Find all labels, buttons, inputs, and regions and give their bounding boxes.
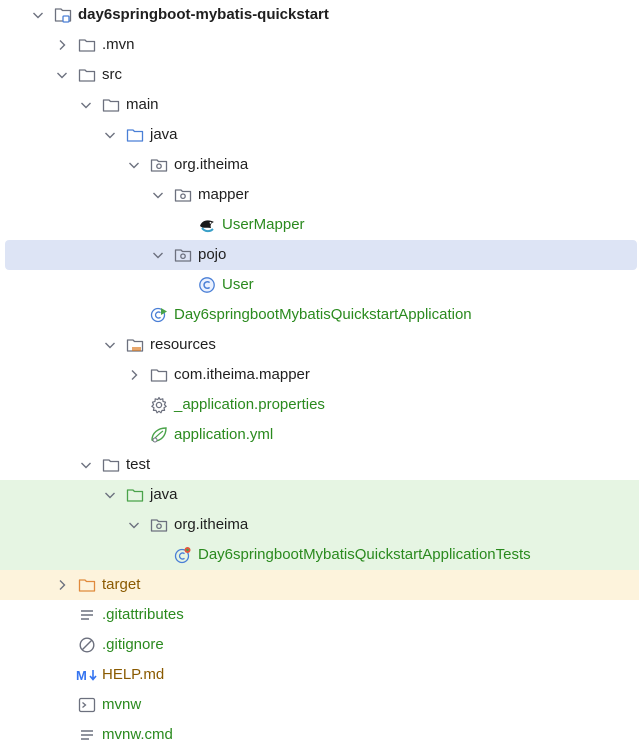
tree-row[interactable]: M HELP.md	[0, 660, 639, 690]
folder-icon	[78, 66, 96, 84]
svg-text:M: M	[76, 668, 87, 683]
chevron-right-icon[interactable]	[54, 577, 70, 593]
package-icon	[174, 186, 192, 204]
chevron-down-icon[interactable]	[102, 127, 118, 143]
resources-folder-icon	[126, 336, 144, 354]
tree-item-label: java	[150, 126, 178, 143]
tree-row[interactable]: com.itheima.mapper	[0, 360, 639, 390]
tree-row[interactable]: org.itheima	[0, 510, 639, 540]
chevron-down-icon[interactable]	[126, 517, 142, 533]
tree-row[interactable]: org.itheima	[0, 150, 639, 180]
test-sources-background	[0, 480, 639, 570]
tree-item-label: day6springboot-mybatis-quickstart	[78, 6, 329, 23]
chevron-right-icon[interactable]	[126, 367, 142, 383]
source-root-folder-icon	[126, 126, 144, 144]
tree-row[interactable]: User	[0, 270, 639, 300]
tree-item-label: _application.properties	[174, 396, 325, 413]
tree-item-label: application.yml	[174, 426, 274, 443]
tree-row[interactable]: java	[0, 120, 639, 150]
tree-item-label: .gitattributes	[102, 606, 184, 623]
class-icon	[198, 276, 216, 294]
tree-item-label: Day6springbootMybatisQuickstartApplicati…	[174, 306, 472, 323]
tree-item-label: .gitignore	[102, 636, 164, 653]
excluded-folder-icon	[78, 576, 96, 594]
tree-row[interactable]: main	[0, 90, 639, 120]
selection-highlight	[5, 240, 637, 270]
tree-item-label: mvnw.cmd	[102, 726, 173, 743]
tree-row[interactable]: pojo	[0, 240, 639, 270]
chevron-down-icon[interactable]	[126, 157, 142, 173]
text-file-icon	[78, 606, 96, 624]
folder-icon	[78, 36, 96, 54]
tree-row[interactable]: target	[0, 570, 639, 600]
chevron-down-icon[interactable]	[78, 97, 94, 113]
tree-row[interactable]: Day6springbootMybatisQuickstartApplicati…	[0, 540, 639, 570]
chevron-down-icon[interactable]	[102, 337, 118, 353]
test-source-folder-icon	[126, 486, 144, 504]
chevron-down-icon[interactable]	[30, 7, 46, 23]
tree-row[interactable]: mvnw	[0, 690, 639, 720]
tree-row[interactable]: mvnw.cmd	[0, 720, 639, 750]
chevron-right-icon[interactable]	[54, 37, 70, 53]
chevron-down-icon[interactable]	[54, 67, 70, 83]
tree-item-label: target	[102, 576, 141, 593]
excluded-folder-background	[0, 570, 639, 600]
tree-item-label: HELP.md	[102, 666, 165, 683]
package-icon	[150, 156, 168, 174]
tree-row[interactable]: Day6springbootMybatisQuickstartApplicati…	[0, 300, 639, 330]
tree-item-label: resources	[150, 336, 216, 353]
tree-item-label: main	[126, 96, 159, 113]
tree-item-label: org.itheima	[174, 156, 249, 173]
tree-row[interactable]: _application.properties	[0, 390, 639, 420]
chevron-down-icon[interactable]	[78, 457, 94, 473]
spring-test-icon	[174, 546, 192, 564]
tree-item-label: Day6springbootMybatisQuickstartApplicati…	[198, 546, 531, 563]
tree-row[interactable]: java	[0, 480, 639, 510]
tree-row[interactable]: UserMapper	[0, 210, 639, 240]
tree-row[interactable]: src	[0, 60, 639, 90]
module-folder-icon	[54, 6, 72, 24]
tree-item-label: pojo	[198, 246, 227, 263]
tree-item-label: src	[102, 66, 122, 83]
tree-item-label: UserMapper	[222, 216, 305, 233]
terminal-icon	[78, 696, 96, 714]
tree-item-label: test	[126, 456, 151, 473]
markdown-icon: M	[76, 666, 98, 684]
tree-item-label: mvnw	[102, 696, 142, 713]
tree-row[interactable]: test	[0, 450, 639, 480]
text-file-icon	[78, 726, 96, 744]
package-icon	[174, 246, 192, 264]
spring-boot-run-icon	[150, 306, 168, 324]
folder-icon	[150, 366, 168, 384]
chevron-down-icon[interactable]	[150, 187, 166, 203]
tree-row[interactable]: resources	[0, 330, 639, 360]
tree-item-label: java	[150, 486, 178, 503]
tree-item-label: org.itheima	[174, 516, 249, 533]
tree-row[interactable]: .gitignore	[0, 630, 639, 660]
folder-icon	[102, 456, 120, 474]
tree-row[interactable]: .gitattributes	[0, 600, 639, 630]
mybatis-mapper-icon	[198, 216, 216, 234]
gear-icon	[150, 396, 168, 414]
tree-item-label: com.itheima.mapper	[174, 366, 310, 383]
tree-row[interactable]: day6springboot-mybatis-quickstart	[0, 0, 639, 30]
tree-item-label: mapper	[198, 186, 249, 203]
chevron-down-icon[interactable]	[150, 247, 166, 263]
tree-row[interactable]: mapper	[0, 180, 639, 210]
tree-row[interactable]: application.yml	[0, 420, 639, 450]
tree-row[interactable]: .mvn	[0, 30, 639, 60]
tree-item-label: .mvn	[102, 36, 135, 53]
spring-config-icon	[150, 426, 168, 444]
package-icon	[150, 516, 168, 534]
folder-icon	[102, 96, 120, 114]
ignore-file-icon	[78, 636, 96, 654]
tree-item-label: User	[222, 276, 254, 293]
chevron-down-icon[interactable]	[102, 487, 118, 503]
